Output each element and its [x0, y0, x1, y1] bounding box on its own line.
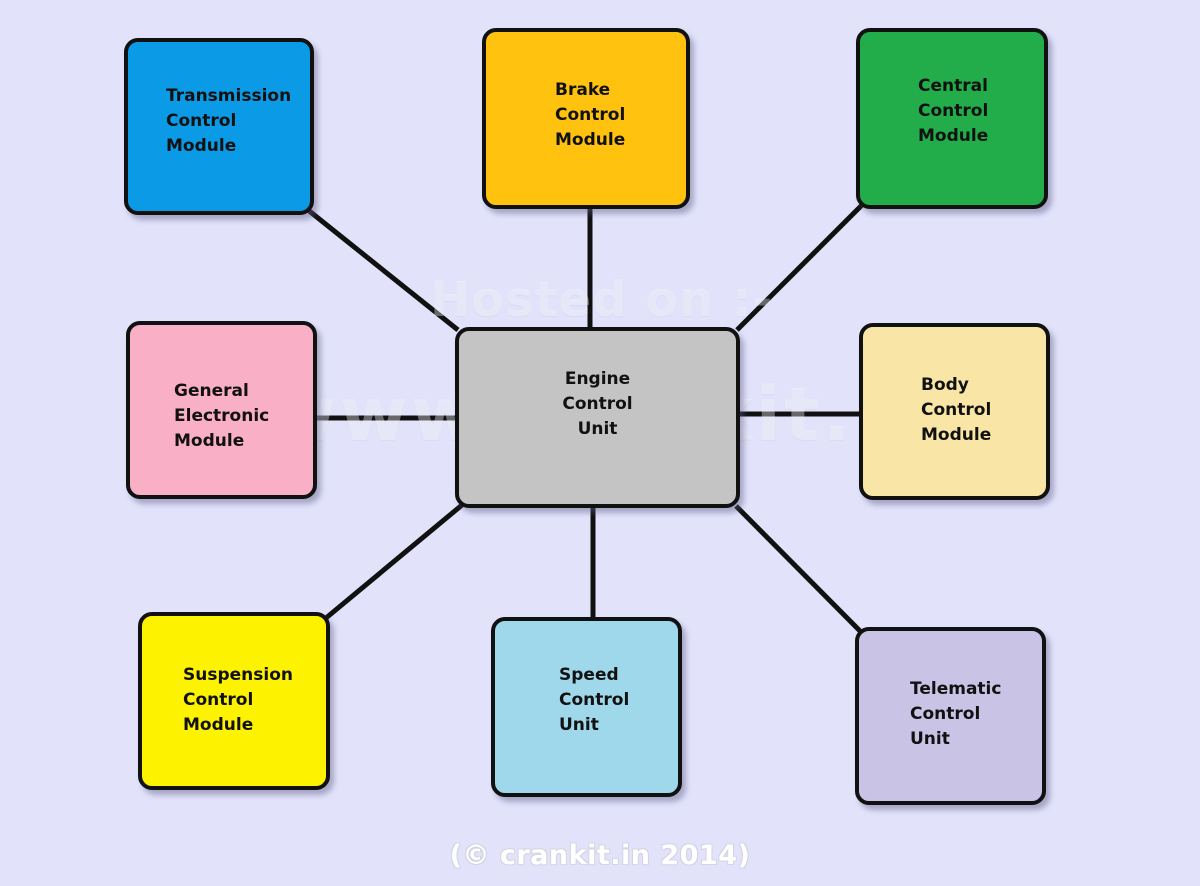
module-label-line: Control — [555, 105, 626, 125]
module-transmission[interactable]: Transmission Control Module — [124, 38, 314, 215]
connector-transmission — [306, 208, 460, 332]
module-central[interactable]: Central Control Module — [856, 28, 1048, 209]
module-label: Speed Control Unit — [559, 663, 629, 738]
module-label-line: Suspension — [183, 665, 293, 685]
module-speed[interactable]: Speed Control Unit — [491, 617, 682, 797]
module-label-line: Control — [918, 101, 989, 121]
module-label-line: Module — [921, 425, 992, 445]
hub-label: Engine Control Unit — [459, 367, 736, 442]
module-label: General Electronic Module — [174, 379, 269, 454]
footer-copyright: (© crankit.in 2014) — [449, 840, 751, 871]
module-label: Central Control Module — [918, 74, 988, 149]
hub-label-line: Control — [562, 394, 633, 414]
module-label: Body Control Module — [921, 373, 991, 448]
hub-label-line: Engine — [564, 369, 631, 389]
module-label: Brake Control Module — [555, 78, 625, 153]
module-label-line: Module — [183, 715, 254, 735]
module-label: Transmission Control Module — [166, 84, 291, 159]
hub-engine-control-unit[interactable]: Engine Control Unit — [455, 327, 740, 508]
module-label-line: General — [174, 381, 249, 401]
module-label-line: Control — [166, 111, 237, 131]
connector-central — [735, 203, 864, 332]
module-label-line: Brake — [555, 80, 611, 100]
module-label-line: Module — [555, 130, 626, 150]
module-label-line: Telematic — [910, 679, 1002, 699]
module-label-line: Module — [166, 136, 237, 156]
module-telematic[interactable]: Telematic Control Unit — [855, 627, 1046, 805]
module-label-line: Control — [183, 690, 254, 710]
module-label: Telematic Control Unit — [910, 677, 1001, 752]
module-label-line: Control — [559, 690, 630, 710]
connector-suspension — [324, 503, 464, 620]
module-brake[interactable]: Brake Control Module — [482, 28, 690, 209]
module-label-line: Central — [918, 76, 988, 96]
module-label-line: Module — [918, 126, 989, 146]
module-label-line: Control — [921, 400, 992, 420]
module-label: Suspension Control Module — [183, 663, 293, 738]
module-label-line: Unit — [559, 715, 599, 735]
hub-label-line: Unit — [577, 419, 618, 439]
module-label-line: Module — [174, 431, 245, 451]
module-label-line: Unit — [910, 729, 950, 749]
module-general-electronic[interactable]: General Electronic Module — [126, 321, 317, 499]
module-label-line: Speed — [559, 665, 619, 685]
module-label-line: Body — [921, 375, 969, 395]
connector-telematic — [734, 504, 864, 635]
module-label-line: Control — [910, 704, 981, 724]
module-label-line: Electronic — [174, 406, 270, 426]
module-label-line: Transmission — [166, 86, 292, 106]
module-suspension[interactable]: Suspension Control Module — [138, 612, 330, 790]
module-body[interactable]: Body Control Module — [859, 323, 1050, 500]
